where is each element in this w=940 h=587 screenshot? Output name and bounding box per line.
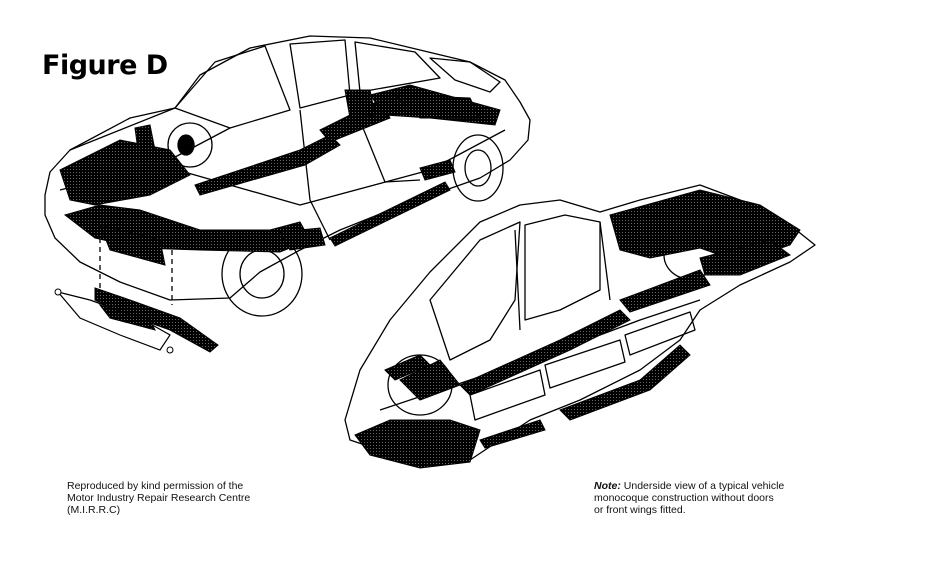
monocoque-structural-members	[354, 189, 801, 469]
note-label: Note:	[594, 480, 621, 492]
shell-outline	[344, 184, 816, 461]
sedan-windshield	[174, 45, 291, 129]
note-line-2: monocoque construction without doors	[594, 492, 774, 504]
sedan-side-window-rear	[354, 41, 441, 93]
shell-door-opening-front	[429, 221, 521, 361]
credit-line-2: Motor Industry Repair Research Centre	[67, 492, 251, 504]
sedan-dashed-guides	[99, 238, 173, 305]
credit-line-1: Reproduced by kind permission of the	[67, 480, 244, 492]
note-caption: Note: Underside view of a typical vehicl…	[594, 480, 844, 516]
sedan-front-wheel-hub	[239, 249, 285, 299]
sedan-rear-wheel-hub	[464, 149, 492, 187]
credit-caption: Reproduced by kind permission of the Mot…	[67, 480, 327, 516]
sedan-body-outline	[44, 35, 531, 301]
note-line-3: or front wings fitted.	[594, 504, 686, 516]
sedan-spare-wheel	[167, 122, 213, 168]
front-subframe-assembly	[54, 287, 219, 354]
note-line-1: Note: Underside view of a typical vehicl…	[594, 480, 844, 492]
credit-line-3: (M.I.R.R.C)	[67, 504, 121, 516]
sedan-rear-window	[429, 57, 501, 93]
sedan-structural-members	[59, 84, 501, 266]
figure-title: Figure D	[42, 50, 168, 81]
shell-door-opening-rear	[524, 214, 601, 321]
shell-pillar	[514, 221, 611, 331]
sedan-side-window-front	[289, 39, 351, 109]
note-text-1: Underside view of a typical vehicle	[623, 480, 785, 492]
shell-box-sections	[469, 311, 696, 421]
